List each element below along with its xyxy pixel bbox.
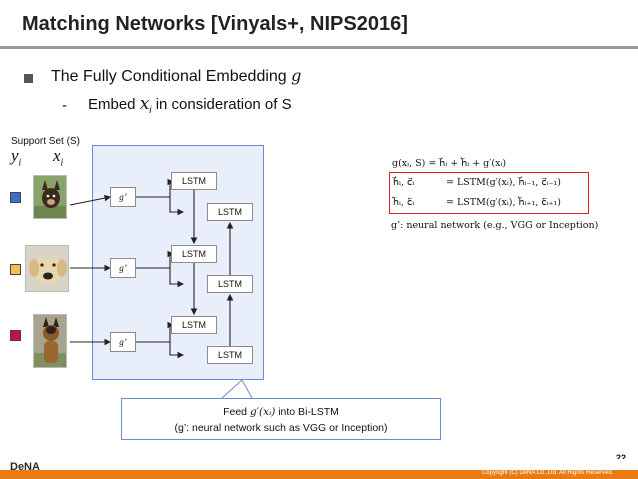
callout-line-1: Feed g′(xᵢ) into Bi-LSTM xyxy=(122,404,440,420)
lstm-forward-1: LSTM xyxy=(171,172,217,190)
dog-labrador-image xyxy=(25,245,69,292)
label-2-square xyxy=(10,264,21,275)
bullet-1: The Fully Conditional Embedding g xyxy=(51,66,301,86)
equation-forward-rhs: = LSTM(g′(xᵢ), h⃗ᵢ₋₁, c⃗ᵢ₋₁) xyxy=(446,177,561,188)
bullet-1-var: g xyxy=(291,66,302,85)
equation-forward-lhs: h⃗ᵢ, c⃗ᵢ xyxy=(393,177,415,188)
gprime-node-3: g’ xyxy=(110,332,136,352)
footer-accent-bar xyxy=(0,470,638,479)
dog-labrador-icon xyxy=(26,246,68,291)
bullet-2-sub: i xyxy=(149,105,152,116)
equation-backward-rhs: = LSTM(g′(xᵢ), h⃖ᵢ₊₁, c⃖ᵢ₊₁) xyxy=(446,197,561,208)
bullet-2-dash: - xyxy=(62,97,67,114)
bullet-1-text: The Fully Conditional Embedding xyxy=(51,68,292,85)
label-3-square xyxy=(10,330,21,341)
dog-chihuahua-icon xyxy=(34,176,66,218)
copyright-text: Copyright (C) DeNA Co.,Ltd. All Rights R… xyxy=(482,470,614,476)
image-col-symbol: x xyxy=(53,146,61,165)
image-column-header: xi xyxy=(53,146,63,168)
bullet-2-var: x xyxy=(139,94,150,114)
label-col-symbol: y xyxy=(11,146,19,165)
bullet-2-post: in consideration of S xyxy=(151,96,292,113)
page-number: 22 xyxy=(616,453,627,463)
label-column-header: yi xyxy=(11,146,21,168)
support-set-label: Support Set (S) xyxy=(11,136,80,147)
company-logo: DeNA xyxy=(10,461,40,473)
equation-note: g’: neural network (e.g., VGG or Incepti… xyxy=(391,220,599,231)
lstm-backward-2: LSTM xyxy=(207,275,253,293)
gprime-node-1: g’ xyxy=(110,187,136,207)
label-col-sub: i xyxy=(18,157,22,169)
callout-math: g′(xᵢ) xyxy=(249,406,276,418)
lstm-forward-3: LSTM xyxy=(171,316,217,334)
dog-shepherd-image xyxy=(33,314,67,368)
image-col-sub: i xyxy=(60,157,64,169)
callout-line-2: (g’: neural network such as VGG or Incep… xyxy=(174,422,388,434)
callout-pre: Feed xyxy=(223,406,250,418)
label-1-square xyxy=(10,192,21,203)
bullet-2-pre: Embed xyxy=(88,96,140,113)
callout-post: into Bi-LSTM xyxy=(275,406,339,418)
equation-backward-lhs: h⃖ᵢ, c⃖ᵢ xyxy=(393,197,415,208)
lstm-forward-2: LSTM xyxy=(171,245,217,263)
equation-box xyxy=(389,172,589,214)
dog-chihuahua-image xyxy=(33,175,67,219)
bullet-square-icon xyxy=(24,74,33,83)
slide-title: Matching Networks [Vinyals+, NIPS2016] xyxy=(22,13,408,35)
feed-callout: Feed g′(xᵢ) into Bi-LSTM (g’: neural net… xyxy=(121,398,441,440)
dog-shepherd-icon xyxy=(34,315,66,367)
gprime-node-2: g’ xyxy=(110,258,136,278)
equation-g: g(xᵢ, S) = h⃗ᵢ + h⃖ᵢ + g′(xᵢ) xyxy=(392,158,507,169)
title-divider xyxy=(0,46,638,49)
lstm-backward-3: LSTM xyxy=(207,346,253,364)
lstm-backward-1: LSTM xyxy=(207,203,253,221)
bullet-2: Embed xi in consideration of S xyxy=(88,94,292,116)
